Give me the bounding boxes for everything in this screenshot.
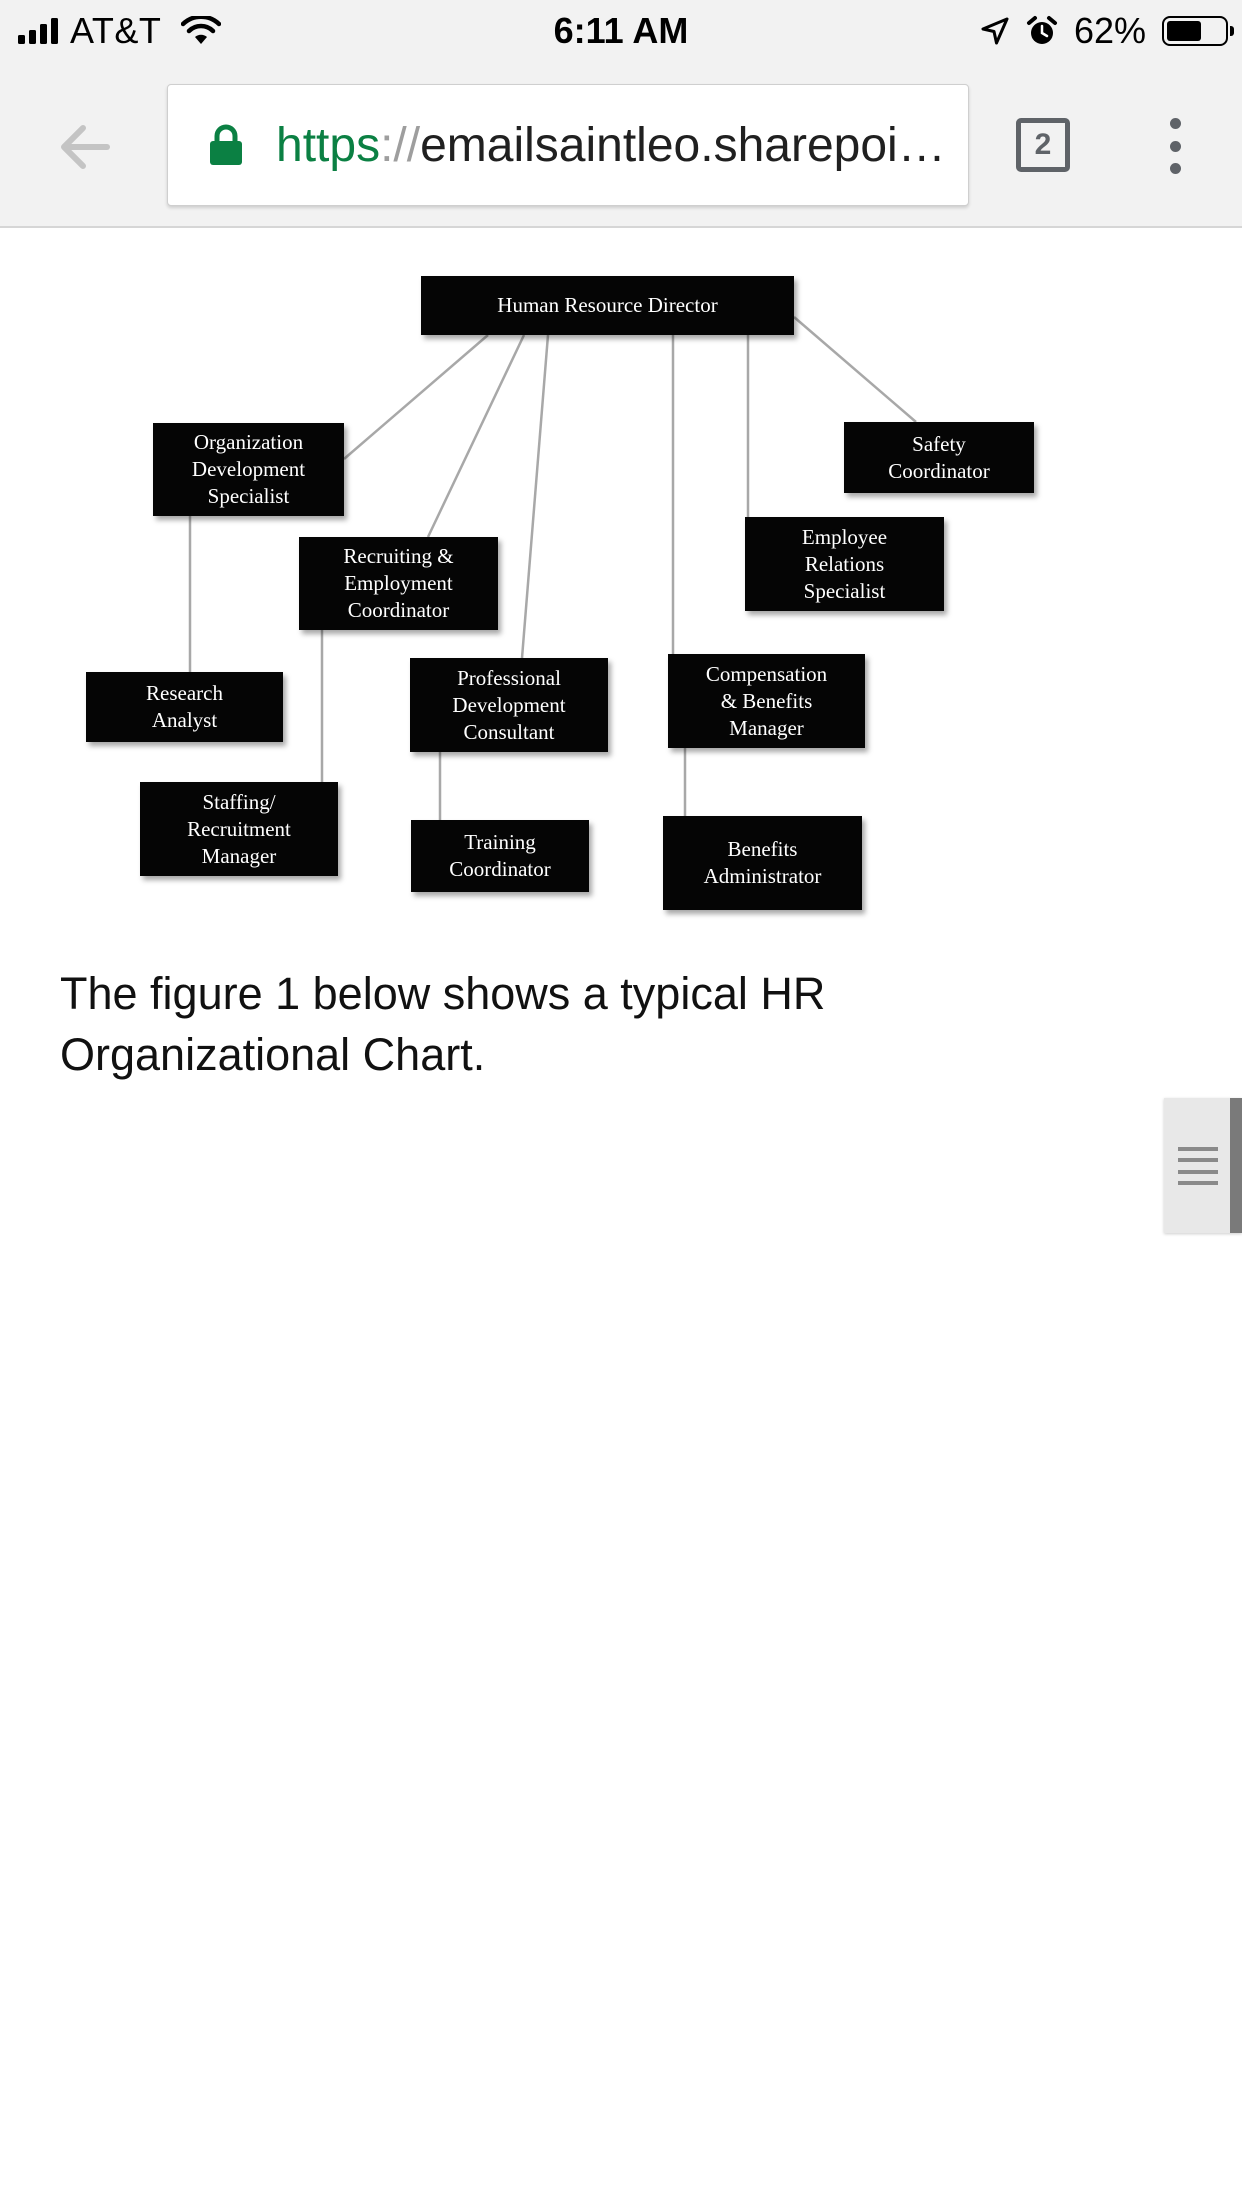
- connector-director-profdev: [520, 334, 550, 659]
- org-node-label: Compensation & Benefits Manager: [705, 661, 828, 740]
- figure-caption: The figure 1 below shows a typical HR Or…: [60, 968, 826, 1080]
- url-text[interactable]: https://emailsaintleo.sharepoi…: [276, 118, 958, 173]
- org-node-label: Safety Coordinator: [888, 431, 990, 483]
- org-node-label: Human Resource Director: [497, 293, 718, 317]
- org-node-staffing-manager: Staffing/ Recruitment Manager: [140, 782, 338, 876]
- connector-director-safety: [793, 316, 917, 423]
- org-node-label: Benefits Administrator: [703, 837, 822, 888]
- status-time: 6:11 AM: [553, 10, 689, 51]
- org-node-training-coordinator: Training Coordinator: [411, 820, 589, 892]
- org-node-label: Research Analyst: [146, 681, 223, 732]
- url-separator: ://: [380, 118, 421, 172]
- connector-director-recruiting: [426, 334, 526, 538]
- org-node-comp-benefits-manager: Compensation & Benefits Manager: [668, 654, 865, 748]
- org-node-label: Training Coordinator: [449, 830, 551, 881]
- org-node-label: Organization Development Specialist: [191, 430, 306, 508]
- signal-icon: [18, 18, 58, 44]
- url-scheme: https: [276, 118, 381, 172]
- battery-percent: 62%: [1073, 10, 1146, 51]
- status-left: AT&T: [18, 0, 222, 62]
- url-host: emailsaintleo.sharepoi…: [420, 118, 946, 172]
- menu-dot: [1169, 118, 1181, 129]
- fast-scroll-handle[interactable]: [1164, 1098, 1242, 1233]
- battery-fill: [1167, 21, 1201, 41]
- menu-dot: [1169, 163, 1181, 174]
- battery-icon: [1162, 16, 1234, 46]
- org-node-label: Recruiting & Employment Coordinator: [343, 544, 454, 622]
- menu-dot: [1169, 140, 1181, 152]
- org-node-benefits-administrator: Benefits Administrator: [663, 816, 862, 910]
- org-node-safety-coordinator: Safety Coordinator: [844, 422, 1034, 493]
- back-button[interactable]: [50, 114, 120, 180]
- hr-org-chart: Human Resource Director Organization Dev…: [0, 228, 1242, 928]
- org-node-recruiting-coordinator: Recruiting & Employment Coordinator: [299, 537, 498, 630]
- browser-toolbar: https://emailsaintleo.sharepoi… 2: [0, 62, 1242, 228]
- drag-handle-icon: [1178, 1147, 1218, 1185]
- scroll-thumb: [1230, 1098, 1242, 1233]
- status-right: 62%: [980, 0, 1234, 62]
- tab-switcher-button[interactable]: 2: [1016, 118, 1070, 172]
- battery-nub: [1230, 26, 1234, 36]
- org-node-org-dev-specialist: Organization Development Specialist: [153, 423, 344, 516]
- org-node-director: Human Resource Director: [421, 276, 794, 335]
- address-bar[interactable]: https://emailsaintleo.sharepoi…: [167, 84, 969, 206]
- location-arrow-icon: [981, 17, 1009, 45]
- page-content: Human Resource Director Organization Dev…: [0, 228, 1242, 2208]
- org-chart-connectors: [188, 316, 917, 820]
- carrier-name: AT&T: [70, 10, 162, 51]
- connector-director-orgdev: [343, 334, 489, 460]
- org-node-label: Employee Relations Specialist: [801, 524, 888, 603]
- org-node-research-analyst: Research Analyst: [86, 672, 283, 742]
- wifi-icon: [181, 16, 222, 44]
- org-node-prof-dev-consultant: Professional Development Consultant: [410, 658, 608, 752]
- org-node-employee-relations: Employee Relations Specialist: [745, 517, 944, 611]
- back-arrow-icon: [61, 125, 110, 169]
- org-node-label: Staffing/ Recruitment Manager: [187, 789, 291, 868]
- more-vert-icon[interactable]: [1155, 114, 1195, 178]
- org-node-label: Professional Development Consultant: [452, 665, 566, 744]
- status-bar: AT&T 6:11 AM 62%: [0, 0, 1242, 62]
- tab-count: 2: [1034, 128, 1052, 161]
- alarm-icon: [1026, 16, 1057, 44]
- lock-icon: [210, 124, 242, 165]
